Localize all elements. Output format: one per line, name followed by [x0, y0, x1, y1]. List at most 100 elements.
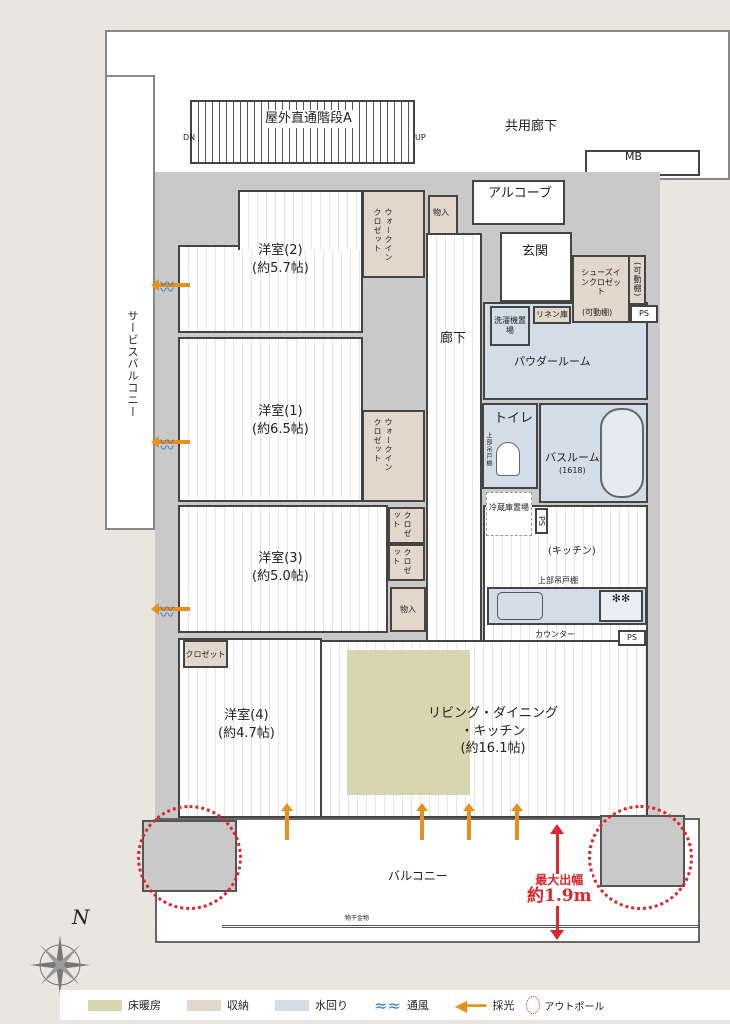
compass-north-label: N	[72, 905, 90, 929]
entrance-label: 玄関	[522, 244, 549, 259]
stairs-dn: DN	[183, 133, 196, 142]
upper-cabinet-label: 上部吊戸棚	[538, 576, 578, 585]
light-arrow-icon	[416, 803, 428, 840]
western-3-name: 洋室(3)	[258, 551, 303, 566]
washer-space: 洗濯機置場	[490, 306, 530, 346]
stairs-label: 屋外直通階段A	[262, 110, 355, 128]
wind-icon: 〰〰	[160, 277, 174, 299]
western-1-name: 洋室(1)	[258, 404, 303, 419]
legend-wind: ≈≈ 通風	[374, 996, 429, 1015]
wind-icon: 〰〰	[160, 435, 174, 457]
western-1-label: 洋室(1) (約6.5帖)	[252, 403, 309, 438]
mb-label: MB	[625, 150, 643, 163]
light-arrow-icon	[281, 803, 293, 840]
light-arrow-icon	[463, 803, 475, 840]
legend-water: 水回り	[275, 997, 348, 1013]
legend-outpole-label: アウトポール	[544, 1001, 605, 1013]
legend-floor-heating-label: 床暖房	[128, 999, 161, 1012]
outpole-circle-left	[137, 805, 242, 910]
service-balcony	[105, 75, 155, 530]
legend-light-label: 採光	[492, 999, 515, 1012]
depth-arrow-down-icon	[550, 930, 564, 940]
shoes-shelf-v: (可動棚)	[633, 262, 642, 298]
bathroom-name: バスルーム	[545, 451, 600, 464]
depth-value: 約1.9m	[527, 886, 592, 907]
room-western-2	[178, 245, 363, 333]
compass-icon	[25, 930, 95, 1000]
alcove	[472, 180, 565, 225]
fridge-space: 冷蔵庫置場	[486, 492, 532, 536]
western-2-name: 洋室(2)	[258, 243, 303, 258]
closet-4: クロゼット	[183, 640, 228, 668]
depth-label: 最大出幅 約1.9m	[527, 873, 592, 907]
common-corridor-label: 共用廊下	[505, 119, 558, 134]
shoes-in-closet-label: シューズインクロゼット	[581, 268, 621, 297]
shoes-in-closet-side	[628, 255, 646, 305]
alcove-label: アルコーブ	[488, 186, 552, 201]
legend: 床暖房 収納 水回り ≈≈ 通風 ◀━━ 採光 アウトポール	[60, 990, 730, 1020]
room-western-2-upper	[238, 190, 363, 250]
legend-wind-label: 通風	[406, 999, 429, 1012]
dotted-circle-icon	[526, 996, 541, 1014]
bathroom-size: (1618)	[559, 466, 586, 476]
floor-heating-area	[347, 650, 470, 795]
shoes-shelf-h: (可動棚)	[582, 308, 613, 317]
entrance	[500, 232, 572, 302]
western-2-size: (約5.7帖)	[252, 260, 309, 276]
legend-outpole: アウトポール	[526, 996, 604, 1014]
light-arrow-icon	[151, 279, 190, 291]
light-arrow-icon	[151, 436, 190, 448]
kitchen-label: (キッチン)	[548, 546, 596, 557]
corridor	[426, 233, 482, 643]
drying-hardware-label: 物干金物	[345, 915, 370, 922]
toilet-label: トイレ	[494, 411, 534, 426]
outpole-circle-right	[588, 805, 693, 910]
stairs-up: UP	[415, 133, 426, 142]
closet-3b: クロゼット	[388, 544, 425, 581]
western-1-size: (約6.5帖)	[252, 421, 309, 437]
legend-water-label: 水回り	[315, 999, 348, 1012]
western-3-size: (約5.0帖)	[252, 568, 309, 584]
western-4-name: 洋室(4)	[224, 708, 269, 723]
room-western-3	[178, 505, 388, 633]
service-balcony-label: サービスバルコニー	[126, 310, 139, 418]
closet-3a: クロゼット	[388, 507, 425, 544]
wind-icon: 〰〰	[160, 602, 174, 624]
balcony-rail	[222, 925, 700, 928]
room-western-4	[178, 638, 322, 818]
western-4-size: (約4.7帖)	[218, 725, 275, 741]
sink-icon	[497, 592, 543, 620]
walkin-closet-1-label: ウォークインクロゼット	[373, 208, 393, 262]
balcony-label: バルコニー	[388, 869, 448, 883]
legend-light: ◀━━ 採光	[455, 996, 515, 1015]
walkin-closet-2	[362, 410, 425, 502]
linen-closet: リネン庫	[533, 306, 571, 324]
ldk-label: リビング・ダイニング・キッチン (約16.1帖)	[428, 705, 558, 758]
western-2-label: 洋室(2) (約5.7帖)	[252, 242, 309, 277]
ldk-name: リビング・ダイニング	[428, 706, 559, 721]
walkin-closet-2-label: ウォークインクロゼット	[373, 418, 393, 472]
legend-storage-label: 収納	[227, 999, 249, 1012]
legend-storage: 収納	[187, 997, 249, 1013]
toilet-cabinet-label: 上部吊戸棚	[485, 432, 492, 467]
depth-arrow-up-icon	[550, 824, 564, 834]
western-3-label: 洋室(3) (約5.0帖)	[252, 550, 309, 585]
wind-icon: ≈≈	[374, 995, 401, 1015]
ldk-name2: ・キッチン	[460, 723, 526, 739]
ps-entrance: PS	[630, 305, 658, 323]
depth-title: 最大出幅	[535, 873, 584, 887]
corridor-label: 廊下	[440, 331, 467, 346]
mb	[585, 150, 700, 176]
ps-counter: PS	[618, 630, 646, 646]
light-arrow-icon	[151, 603, 190, 615]
legend-floor-heating: 床暖房	[88, 997, 161, 1013]
bathtub-icon	[600, 408, 644, 498]
ldk-size: (約16.1帖)	[460, 741, 526, 757]
stove-icon: ✻✻	[599, 590, 643, 622]
light-arrow-icon: ◀━━	[454, 995, 487, 1015]
walkin-closet-1	[362, 190, 425, 278]
room-western-1	[178, 337, 363, 502]
storage-top-label: 物入	[433, 208, 449, 217]
storage-3: 物入	[390, 587, 426, 632]
bathroom-label: バスルーム (1618)	[545, 451, 600, 476]
